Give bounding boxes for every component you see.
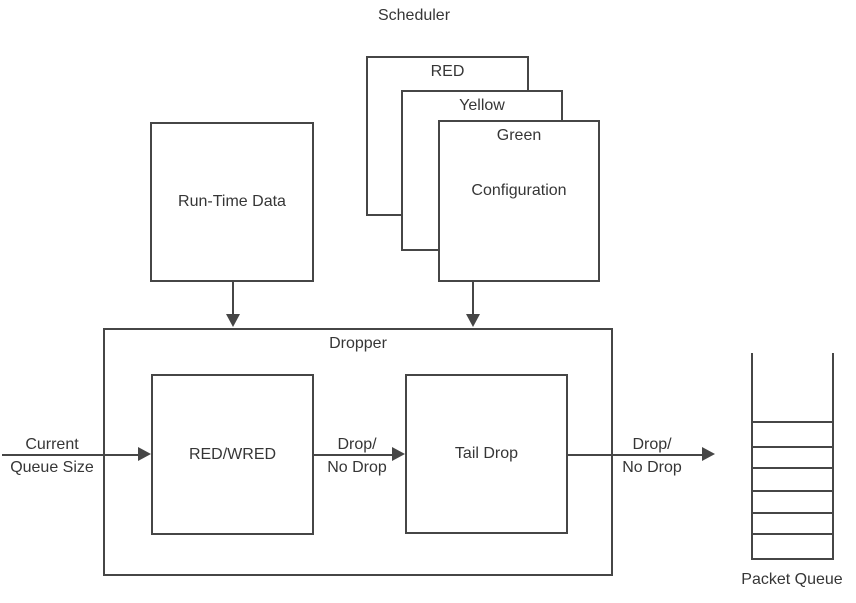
current-queue-size-line1: Current [25, 436, 79, 453]
packet-queue-open-top [753, 353, 832, 421]
runtime-to-dropper-arrow-line [232, 282, 234, 315]
red-config-label: RED [430, 63, 465, 80]
redwred-to-taildrop-arrow-line [314, 454, 392, 456]
packet-queue-label: Packet Queue [741, 571, 843, 588]
input-arrowhead-icon [138, 447, 151, 461]
drop-nodrop-internal-line1: Drop/ [337, 436, 377, 453]
packet-queue-cell [753, 467, 832, 490]
scheduler-title: Scheduler [377, 7, 451, 24]
drop-nodrop-internal-line2: No Drop [327, 459, 387, 476]
packet-queue-cell [753, 421, 832, 446]
config-to-dropper-arrowhead-icon [466, 314, 480, 327]
red-wred-box: RED/WRED [151, 374, 314, 535]
green-config-box: Green Configuration [438, 120, 600, 282]
current-queue-size-line2: Queue Size [10, 459, 94, 476]
tail-drop-label: Tail Drop [454, 445, 519, 462]
runtime-to-dropper-arrowhead-icon [226, 314, 240, 327]
red-wred-label: RED/WRED [188, 445, 277, 463]
drop-nodrop-label-output: Drop/ No Drop [610, 433, 694, 479]
redwred-to-taildrop-arrowhead-icon [392, 447, 405, 461]
dropper-label: Dropper [329, 335, 387, 352]
output-arrowhead-icon [702, 447, 715, 461]
output-arrow-line [566, 454, 702, 456]
packet-queue-cell [753, 446, 832, 467]
tail-drop-box: Tail Drop [405, 374, 568, 534]
drop-nodrop-label-internal: Drop/ No Drop [315, 433, 399, 479]
config-to-dropper-arrow-line [472, 282, 474, 315]
runtime-data-box: Run-Time Data [150, 122, 314, 282]
packet-queue-cell [753, 490, 832, 512]
runtime-data-label: Run-Time Data [178, 193, 286, 210]
packet-queue-cell [753, 533, 832, 558]
drop-nodrop-output-line1: Drop/ [632, 436, 672, 453]
input-arrow-line [2, 454, 138, 456]
packet-queue-cell [753, 512, 832, 533]
green-config-label: Green [496, 127, 542, 144]
yellow-config-label: Yellow [459, 97, 505, 114]
current-queue-size-label: Current Queue Size [0, 433, 104, 479]
drop-nodrop-output-line2: No Drop [622, 459, 682, 476]
configuration-label: Configuration [471, 182, 567, 199]
packet-queue-graphic [751, 353, 834, 560]
